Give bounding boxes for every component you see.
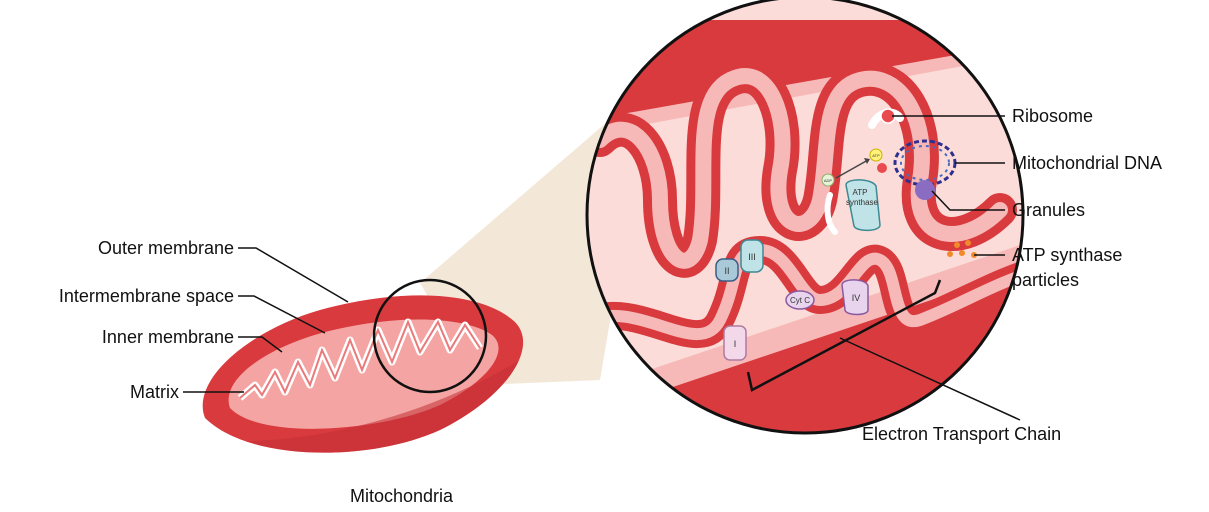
svg-text:II: II	[724, 266, 729, 276]
zoom-circle: ATP synthase ADP ATP III II Cyt C IV	[560, 0, 1050, 460]
label-mitochondrial-dna: Mitochondrial DNA	[1012, 152, 1162, 174]
atp-synthase-label-2: synthase	[846, 198, 879, 207]
label-granules: Granules	[1012, 199, 1085, 221]
adp-label: ADP	[824, 178, 833, 183]
mitochondrion-shape	[200, 280, 540, 470]
label-mitochondria: Mitochondria	[350, 485, 453, 507]
label-electron-transport-chain: Electron Transport Chain	[862, 423, 1061, 445]
label-matrix: Matrix	[130, 381, 179, 403]
complex-4: IV	[842, 280, 868, 315]
label-outer-membrane: Outer membrane	[98, 237, 234, 259]
complex-2: II	[716, 259, 738, 281]
label-inner-membrane: Inner membrane	[102, 326, 234, 348]
complex-3: III	[741, 240, 763, 272]
cyt-c: Cyt C	[786, 291, 814, 309]
atp-label: ATP	[872, 153, 880, 158]
svg-text:Cyt C: Cyt C	[790, 296, 810, 305]
label-intermembrane-space: Intermembrane space	[59, 285, 234, 307]
label-atp-synthase-particles-1: ATP synthase	[1012, 244, 1122, 266]
svg-text:I: I	[734, 339, 737, 349]
svg-text:IV: IV	[852, 293, 861, 303]
label-atp-synthase-particles-2: particles	[1012, 269, 1079, 291]
atp-synthase-label-1: ATP	[853, 188, 868, 197]
granule	[915, 180, 935, 200]
svg-text:III: III	[748, 252, 756, 262]
label-ribosome: Ribosome	[1012, 105, 1093, 127]
complex-1: I	[724, 326, 746, 360]
